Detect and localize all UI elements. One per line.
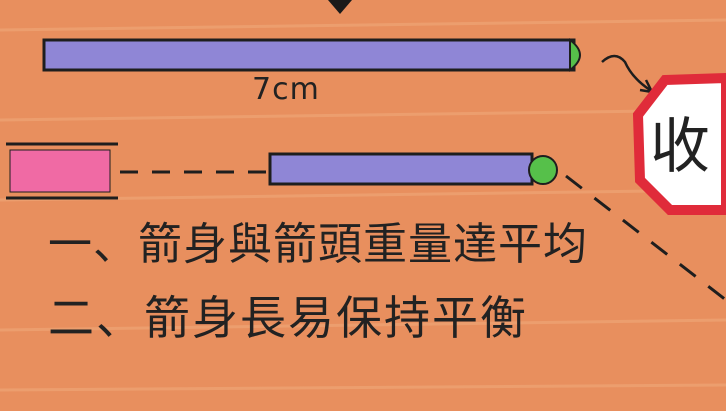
- pink-block: [9, 149, 111, 193]
- stamp-character: 收: [650, 112, 710, 182]
- length-label: 7cm: [252, 72, 320, 107]
- arrow-down-icon: [328, 0, 352, 14]
- stamp-octagon: [632, 72, 726, 215]
- short-arrow-tip: [528, 155, 558, 185]
- reason-line-2: 二、箭身長易保持平衡: [48, 291, 528, 345]
- reason-line-1: 一、箭身與箭頭重量達平均: [48, 219, 588, 270]
- curved-arrow-icon: [601, 54, 651, 92]
- long-arrow-shaft: [42, 38, 576, 72]
- crayon-texture: [0, 18, 726, 392]
- short-arrow-shaft: [268, 152, 534, 186]
- long-arrow-tip: [569, 37, 581, 73]
